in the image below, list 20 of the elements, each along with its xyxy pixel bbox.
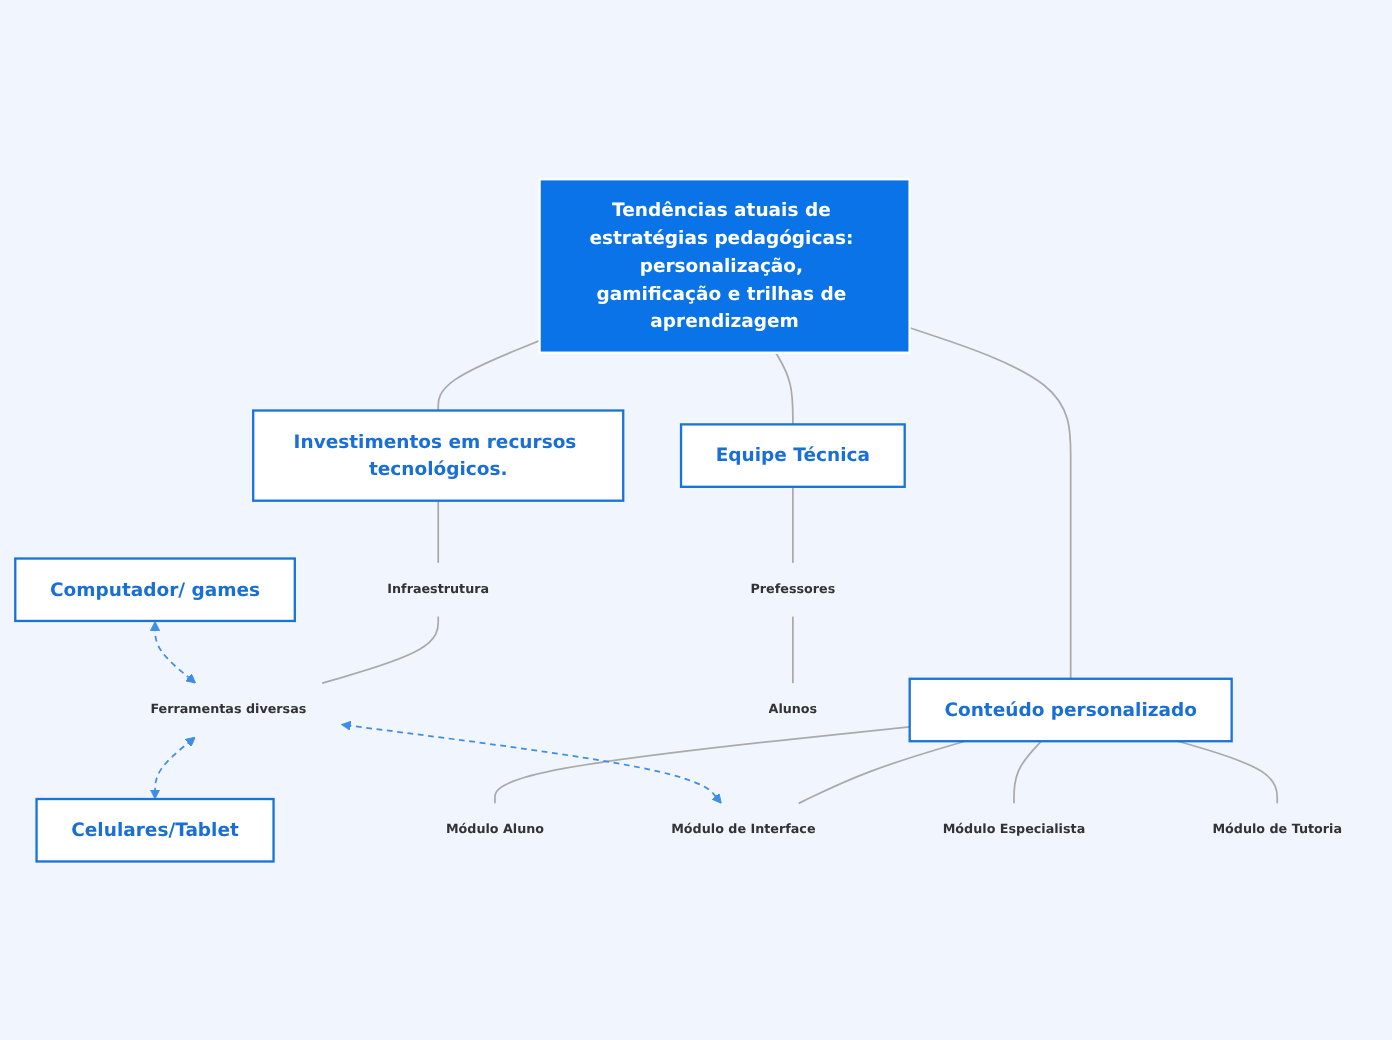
connector [908, 326, 1072, 680]
arrow [149, 620, 197, 684]
node-box: Celulares/Tablet [35, 797, 275, 863]
arrow [341, 720, 722, 804]
node-box: Conteúdo personalizado [908, 677, 1233, 742]
connector [792, 485, 794, 564]
connector [494, 725, 911, 804]
node-box: Computador/ games [14, 557, 296, 622]
node-box: Equipe Técnica [679, 422, 906, 488]
connector [437, 339, 541, 411]
connector [321, 615, 440, 684]
connector [1013, 739, 1043, 804]
node-box: Investimentos em recursos tecnológicos. [252, 409, 625, 502]
connector [797, 739, 966, 804]
connector [792, 615, 794, 684]
connector [1177, 739, 1279, 804]
node-box: Tendências atuais de estratégias pedagógicas: personalização, gamificação e trilhas de aprendizagem [538, 177, 911, 354]
arrow [149, 736, 196, 800]
connector [774, 351, 794, 425]
connector [437, 499, 440, 564]
